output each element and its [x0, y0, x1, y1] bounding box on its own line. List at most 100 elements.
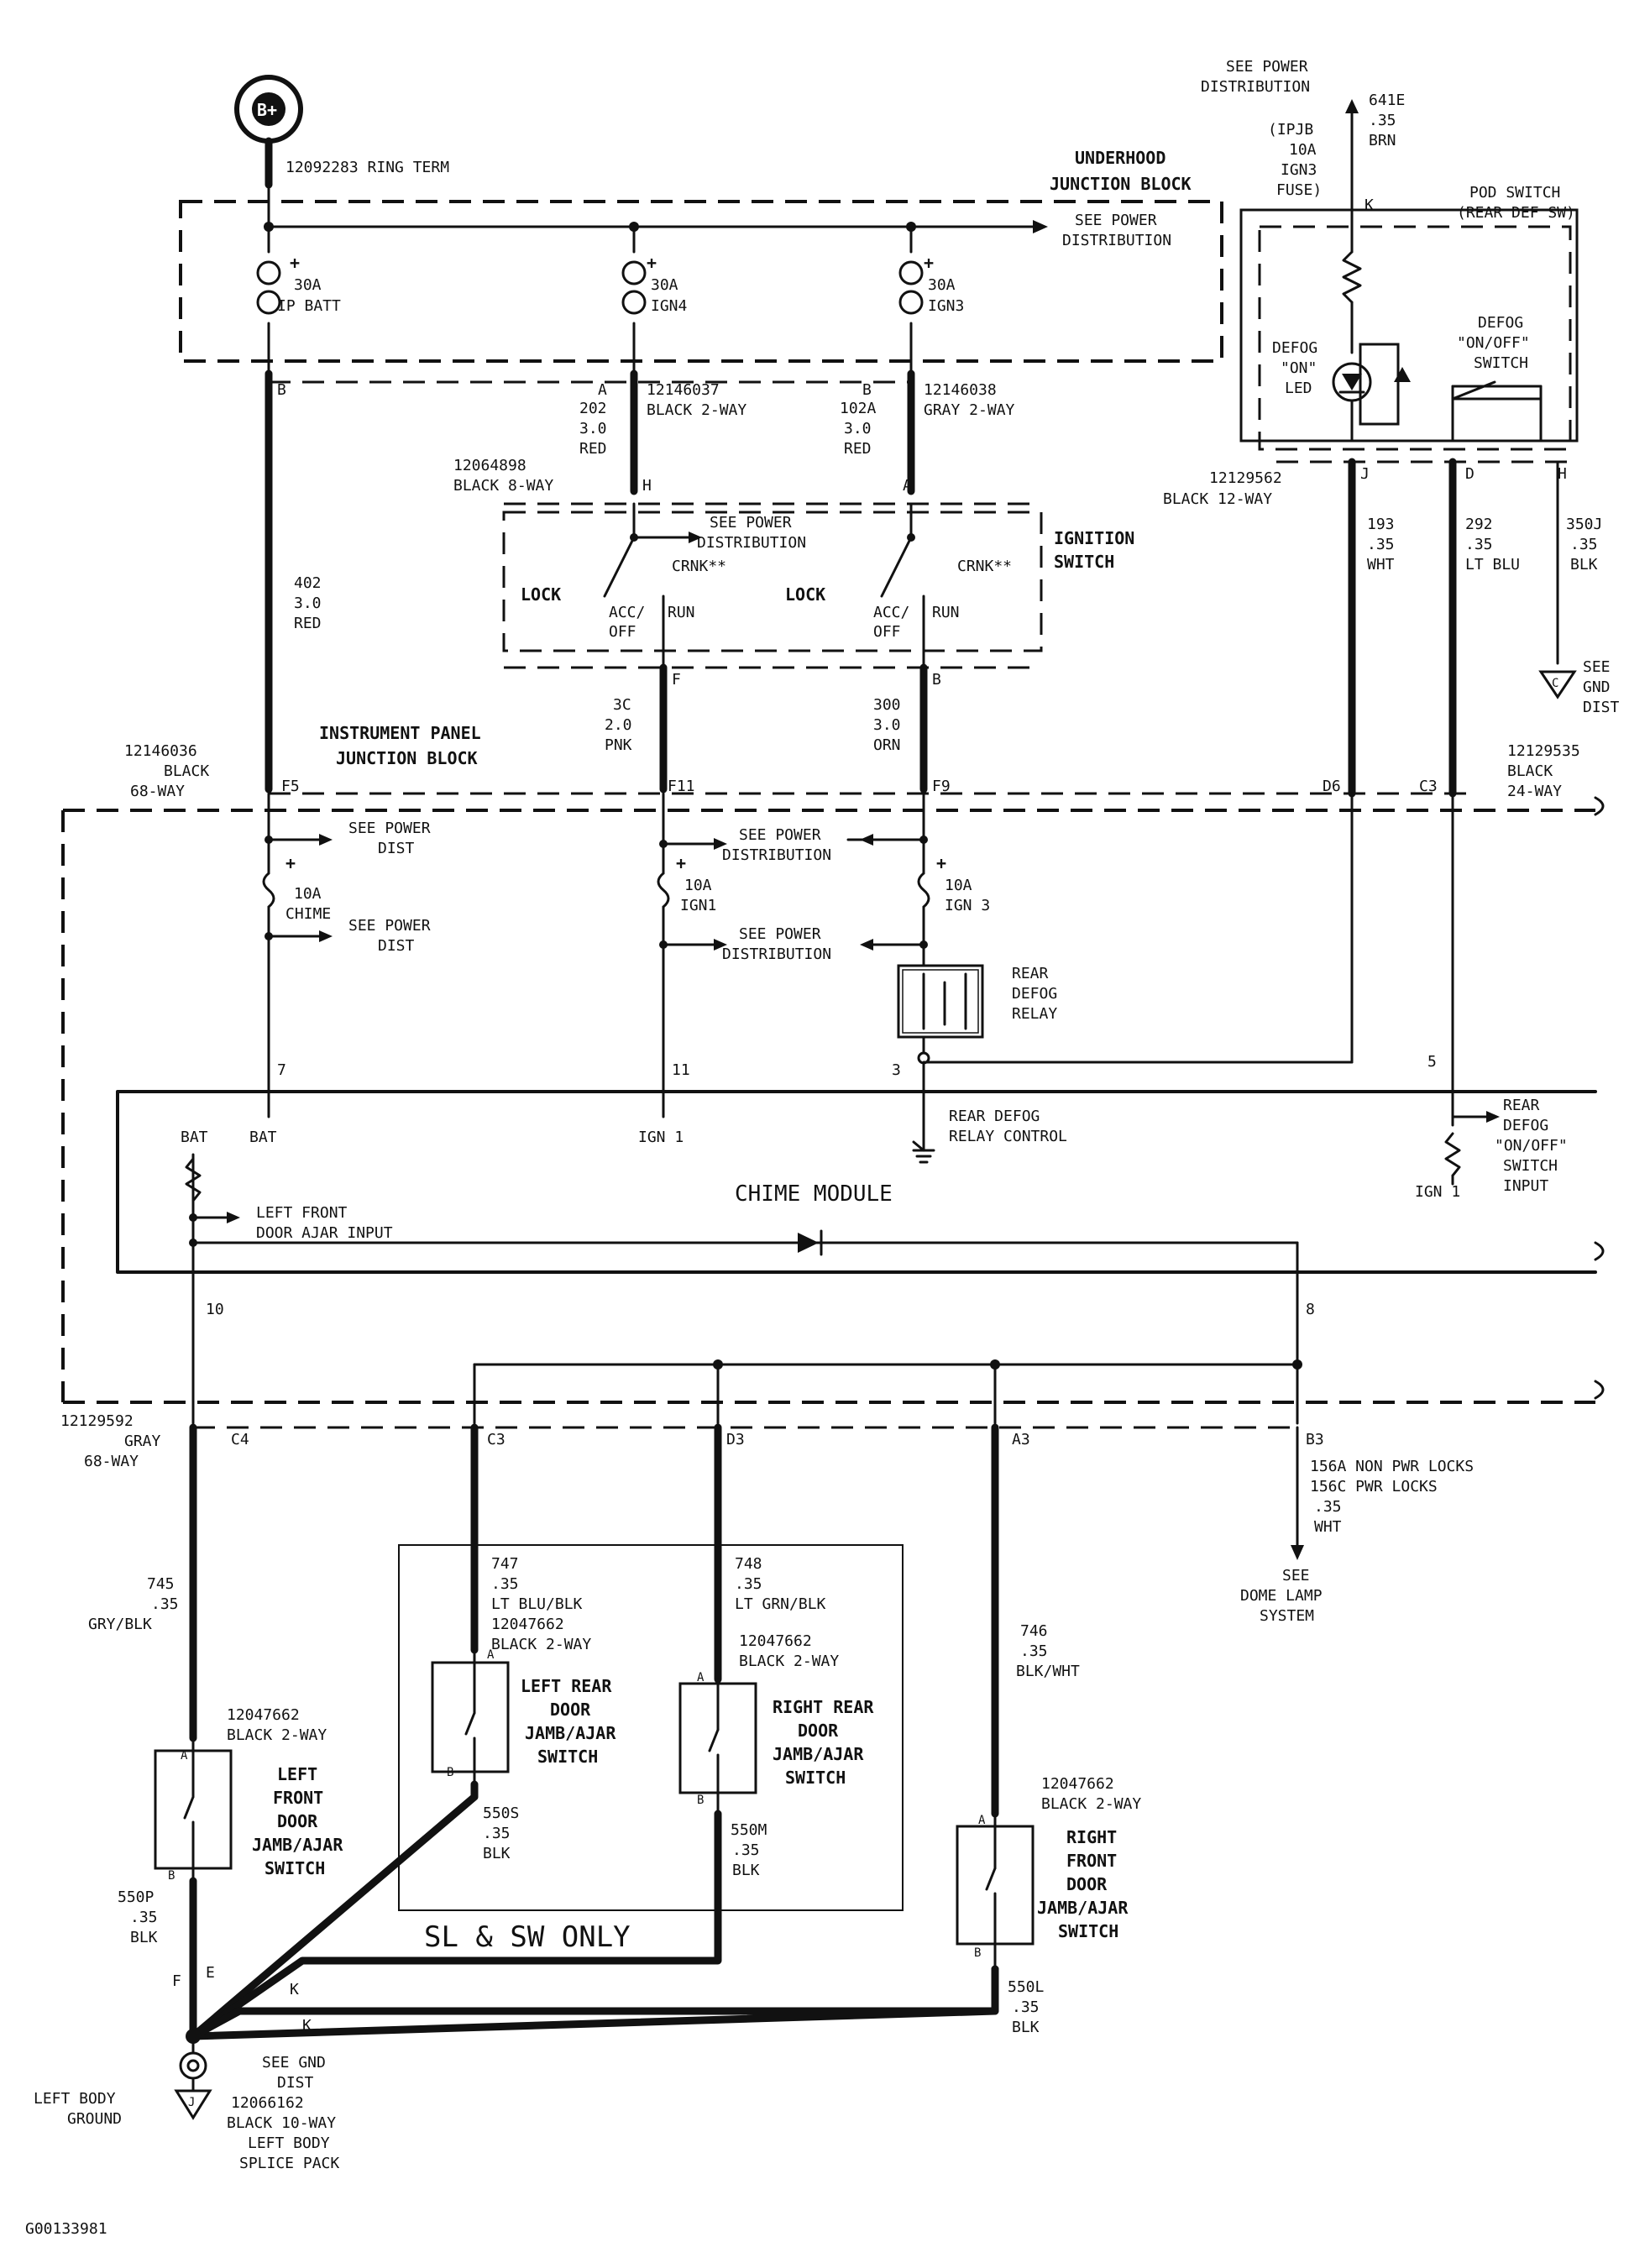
- svg-text:BLK: BLK: [130, 1929, 158, 1946]
- svg-text:B: B: [447, 1766, 453, 1779]
- svg-text:2.0: 2.0: [605, 716, 632, 734]
- svg-text:.35: .35: [130, 1909, 158, 1926]
- ipjb-ign3-fuse: + 10A IGN 3 REAR DEFOG RELAY 3: [846, 792, 1057, 1085]
- svg-text:A: A: [903, 477, 912, 495]
- svg-text:DEFOG: DEFOG: [1478, 314, 1523, 332]
- svg-text:RUN: RUN: [668, 604, 695, 621]
- svg-text:CHIME: CHIME: [285, 905, 331, 923]
- svg-text:.35: .35: [1367, 536, 1395, 553]
- svg-text:BLACK 2-WAY: BLACK 2-WAY: [739, 1653, 839, 1670]
- svg-text:68-WAY: 68-WAY: [130, 783, 185, 800]
- svg-text:BLK: BLK: [1012, 2019, 1040, 2036]
- svg-text:BRN: BRN: [1369, 132, 1396, 149]
- svg-text:550S: 550S: [483, 1804, 519, 1822]
- svg-text:OFF: OFF: [873, 623, 901, 641]
- svg-text:JAMB/AJAR: JAMB/AJAR: [1037, 1898, 1129, 1918]
- svg-text:DISTRIBUTION: DISTRIBUTION: [1201, 78, 1310, 96]
- svg-text:REAR DEFOG: REAR DEFOG: [949, 1108, 1040, 1125]
- left-front-door-switch: 12047662 BLACK 2-WAY A B LEFT FRONT DOOR…: [154, 1706, 343, 1883]
- svg-text:LED: LED: [1285, 380, 1312, 397]
- ipjb-header: INSTRUMENT PANEL JUNCTION BLOCK 12146036…: [124, 723, 1580, 800]
- svg-text:12047662: 12047662: [227, 1706, 300, 1724]
- svg-text:C4: C4: [231, 1431, 249, 1448]
- svg-text:BLACK 12-WAY: BLACK 12-WAY: [1163, 490, 1272, 508]
- svg-text:LEFT: LEFT: [277, 1764, 317, 1784]
- svg-text:.35: .35: [491, 1575, 519, 1593]
- svg-text:GND: GND: [1583, 678, 1611, 696]
- chime-module: CHIME MODULE BAT IGN 1 REAR DEFOG RELAY …: [116, 1082, 1597, 1318]
- svg-text:A: A: [487, 1648, 495, 1662]
- svg-text:+: +: [924, 253, 934, 273]
- svg-text:F5: F5: [281, 778, 300, 795]
- svg-text:JAMB/AJAR: JAMB/AJAR: [525, 1723, 616, 1743]
- svg-text:SWITCH: SWITCH: [1474, 354, 1528, 372]
- fuse-ign3: + 30A IGN3: [898, 225, 964, 375]
- svg-text:LEFT REAR: LEFT REAR: [521, 1676, 612, 1696]
- ignition-switch: 12064898 BLACK 8-WAY H A IGNITION SWITCH…: [453, 457, 1134, 689]
- svg-text:D: D: [1465, 465, 1475, 483]
- svg-text:68-WAY: 68-WAY: [84, 1453, 139, 1470]
- svg-text:DOOR: DOOR: [277, 1811, 318, 1831]
- svg-text:LOCK: LOCK: [785, 584, 825, 605]
- svg-text:SWITCH: SWITCH: [1503, 1157, 1558, 1175]
- svg-text:F: F: [672, 671, 681, 689]
- svg-text:IGN 3: IGN 3: [945, 897, 990, 914]
- svg-text:C3: C3: [487, 1431, 505, 1448]
- svg-text:402: 402: [294, 574, 322, 592]
- svg-text:IGN 1: IGN 1: [638, 1129, 684, 1146]
- svg-text:GRAY: GRAY: [124, 1433, 161, 1450]
- svg-text:5: 5: [1427, 1053, 1437, 1071]
- underhood-title-1: UNDERHOOD: [1075, 148, 1165, 168]
- svg-text:RUN: RUN: [932, 604, 960, 621]
- svg-text:12146038: 12146038: [924, 381, 997, 399]
- svg-text:DISTRIBUTION: DISTRIBUTION: [697, 534, 806, 552]
- svg-text:J: J: [188, 2096, 195, 2109]
- svg-text:SEE GND: SEE GND: [262, 2054, 326, 2072]
- svg-text:B: B: [974, 1946, 981, 1960]
- svg-text:+: +: [647, 253, 657, 273]
- pod-switch: POD SWITCH (REAR DEF SW) DEFOG "ON" LED …: [1163, 184, 1579, 508]
- svg-text:B: B: [168, 1869, 175, 1883]
- svg-text:LEFT BODY: LEFT BODY: [248, 2134, 330, 2152]
- svg-text:.35: .35: [1369, 112, 1396, 129]
- svg-text:12064898: 12064898: [453, 457, 526, 474]
- ipjb-ign1-fuse: SEE POWER DISTRIBUTION + 10A IGN1 SEE PO…: [657, 792, 831, 1085]
- svg-text:DOOR: DOOR: [1066, 1874, 1108, 1894]
- svg-text:746: 746: [1020, 1622, 1048, 1640]
- svg-text:+: +: [285, 853, 296, 873]
- svg-text:D6: D6: [1323, 778, 1341, 795]
- svg-text:.35: .35: [735, 1575, 762, 1593]
- svg-text:3C: 3C: [613, 696, 631, 714]
- svg-text:BLACK: BLACK: [164, 762, 209, 780]
- svg-text:.35: .35: [1570, 536, 1598, 553]
- svg-text:BAT: BAT: [181, 1129, 208, 1146]
- svg-text:DOOR: DOOR: [550, 1700, 591, 1720]
- svg-text:SWITCH: SWITCH: [1054, 552, 1114, 572]
- svg-text:10A: 10A: [945, 877, 972, 894]
- svg-text:F9: F9: [932, 778, 951, 795]
- svg-text:K: K: [302, 2017, 312, 2035]
- svg-text:K: K: [1365, 196, 1374, 214]
- svg-text:LEFT BODY: LEFT BODY: [34, 2090, 116, 2108]
- svg-text:SPLICE PACK: SPLICE PACK: [239, 2155, 339, 2172]
- svg-text:10A: 10A: [294, 885, 322, 903]
- svg-text:156A NON PWR LOCKS: 156A NON PWR LOCKS: [1310, 1458, 1474, 1475]
- svg-text:12129562: 12129562: [1209, 469, 1282, 487]
- svg-text:RIGHT: RIGHT: [1066, 1827, 1117, 1847]
- svg-text:BLK: BLK: [483, 1845, 511, 1862]
- svg-text:3.0: 3.0: [294, 594, 322, 612]
- svg-text:102A: 102A: [840, 400, 877, 417]
- svg-text:3.0: 3.0: [579, 420, 607, 437]
- svg-text:10: 10: [206, 1301, 224, 1318]
- svg-text:LT GRN/BLK: LT GRN/BLK: [735, 1595, 826, 1613]
- svg-text:LT BLU: LT BLU: [1465, 556, 1520, 574]
- svg-text:SEE POWER: SEE POWER: [710, 514, 792, 532]
- svg-text:30A: 30A: [651, 276, 678, 294]
- left-rear-door-switch: 12047662 BLACK 2-WAY A B LEFT REAR DOOR …: [431, 1616, 616, 1786]
- svg-text:12047662: 12047662: [1041, 1775, 1114, 1793]
- svg-text:A: A: [697, 1671, 705, 1684]
- battery-symbol: B+: [234, 75, 303, 189]
- svg-text:DIST: DIST: [378, 937, 415, 955]
- svg-text:30A: 30A: [294, 276, 322, 294]
- svg-text:OFF: OFF: [609, 623, 636, 641]
